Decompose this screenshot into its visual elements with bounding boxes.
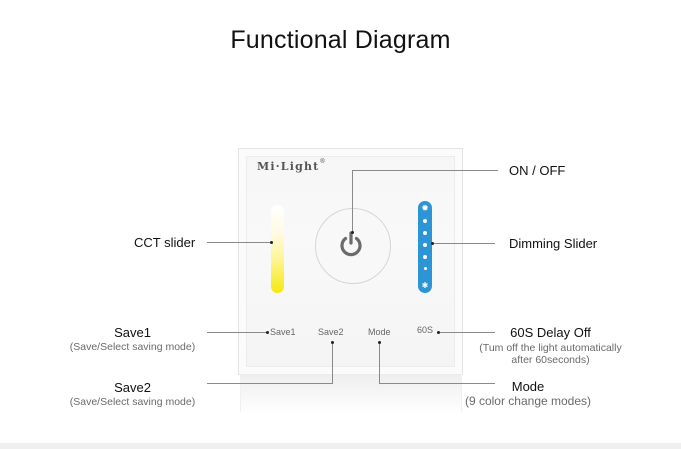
dimming-step (423, 219, 427, 223)
save1-callout: Save1 (Save/Select saving mode) (60, 325, 205, 353)
save2-leader-dot (331, 341, 334, 344)
panel-reflection (240, 374, 462, 412)
mode-leader-dot (378, 341, 381, 344)
on-off-label: ON / OFF (509, 163, 566, 178)
dimming-step (423, 231, 427, 235)
dimming-slider-label: Dimming Slider (509, 236, 598, 251)
save2-leader-vline (332, 343, 333, 383)
save2-callout: Save2 (Save/Select saving mode) (60, 380, 205, 408)
power-icon (340, 231, 362, 257)
delay-desc-line2: after 60seconds) (511, 354, 590, 366)
power-button[interactable] (315, 208, 391, 284)
brand-logo: Mi·Light® (257, 158, 327, 173)
save2-label: Save2 (114, 380, 151, 395)
save1-button[interactable]: Save1 (270, 327, 296, 337)
cct-slider-label: CCT slider (134, 235, 196, 250)
delay-60s-button[interactable]: 60S (417, 325, 434, 335)
delay-desc-line1: (Tum off the light automatically (479, 342, 622, 354)
mode-leader-hline (379, 383, 495, 384)
mode-leader-vline (379, 343, 380, 383)
save1-label: Save1 (114, 325, 151, 340)
delay-leader-line (438, 332, 495, 333)
mode-button[interactable]: Mode (368, 327, 391, 337)
onoff-leader-vline (352, 170, 353, 232)
mode-desc: (9 color change modes) (464, 394, 592, 408)
delay-leader-dot (437, 331, 440, 334)
onoff-leader-dot (351, 231, 354, 234)
save2-button[interactable]: Save2 (318, 327, 344, 337)
save1-desc: (Save/Select saving mode) (69, 341, 196, 353)
dimming-leader-line (432, 243, 495, 244)
dimming-slider[interactable]: ✹ ✱ (418, 201, 432, 293)
save1-leader-line (207, 332, 267, 333)
cct-slider[interactable] (271, 205, 284, 293)
dimming-leader-dot (431, 242, 434, 245)
save2-desc: (Save/Select saving mode) (69, 396, 196, 408)
onoff-leader-hline (352, 170, 498, 171)
brightness-high-icon: ✹ (421, 203, 429, 213)
mode-callout: Mode (9 color change modes) (448, 379, 608, 408)
save2-leader-hline (207, 383, 333, 384)
dimming-step (423, 255, 427, 259)
brightness-low-icon: ✱ (421, 281, 429, 290)
cct-leader-line (207, 242, 271, 243)
dimming-step (423, 267, 427, 270)
mode-label: Mode (511, 379, 545, 394)
delay-callout: 60S Delay Off (Tum off the light automat… (468, 325, 633, 366)
bottom-strip (0, 443, 681, 449)
cct-leader-dot (270, 241, 273, 244)
save1-leader-dot (266, 331, 269, 334)
page-title: Functional Diagram (230, 26, 451, 54)
dimming-step (423, 243, 427, 247)
delay-label: 60S Delay Off (510, 325, 591, 340)
